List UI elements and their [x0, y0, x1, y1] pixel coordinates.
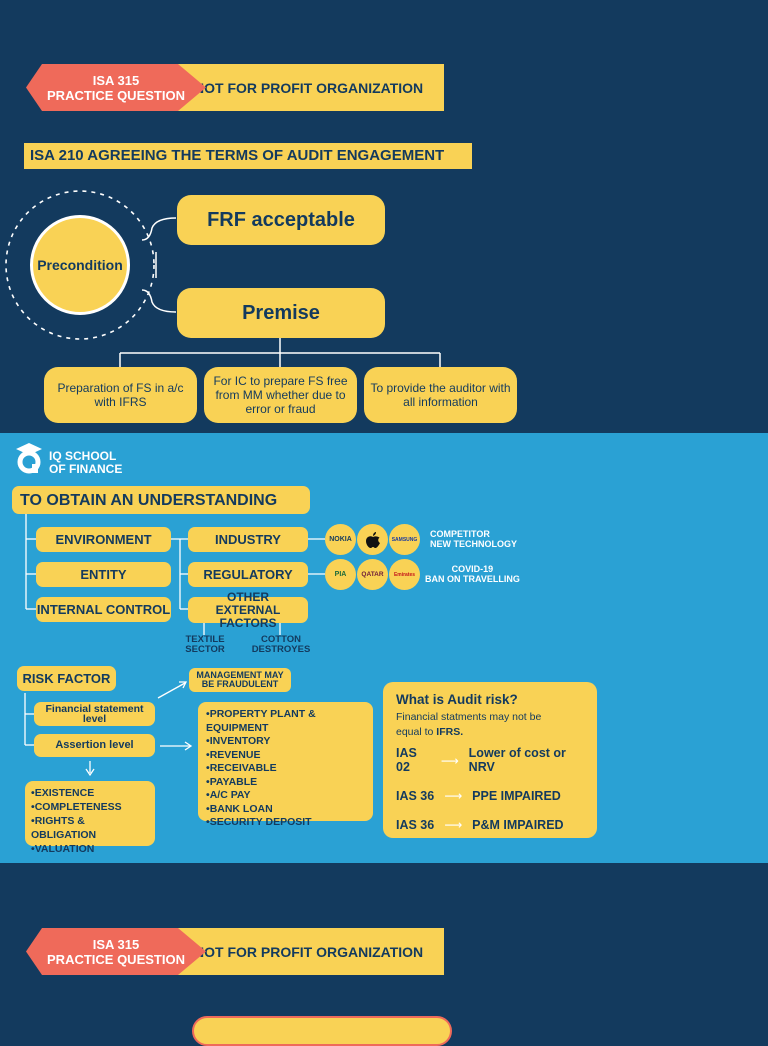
fs-level-text: Financial statement level [45, 703, 144, 725]
banner-top-left: ISA 315 PRACTICE QUESTION [26, 64, 206, 111]
understanding-title: TO OBTAIN AN UNDERSTANDING [12, 486, 310, 514]
assertion-item: COMPLETENESS [31, 800, 149, 814]
account-item: RECEIVABLE [206, 762, 365, 776]
banner-top-right: NOT FOR PROFIT ORGANIZATION [160, 64, 444, 111]
account-item: PAYABLE [206, 776, 365, 790]
account-item: BANK LOAN [206, 803, 365, 817]
industry-note: COMPETITOR NEW TECHNOLOGY [430, 529, 517, 549]
accounts-list: PROPERTY PLANT & EQUIPMENT INVENTORY REV… [198, 702, 373, 828]
cotton-label: COTTON DESTROYES [251, 634, 311, 655]
frf-label: FRF acceptable [207, 208, 355, 231]
tag-environment: ENVIRONMENT [36, 527, 171, 552]
audit-risk-row: IAS 36 ⟶ PPE IMPAIRED [396, 788, 584, 804]
fs-level-tag: Financial statement level [34, 702, 155, 726]
precondition-circle: Precondition [30, 215, 130, 315]
arrow-right-icon: ⟶ [444, 789, 463, 803]
audit-risk-subtitle-text: Financial statments may not be equal to [396, 711, 542, 738]
assertion-level-tag: Assertion level [34, 734, 155, 757]
tag-industry: INDUSTRY [188, 527, 308, 552]
banner-top-right-text: NOT FOR PROFIT ORGANIZATION [194, 79, 424, 96]
apple-logo [357, 524, 388, 555]
iq-logo-line2: OF FINANCE [49, 462, 123, 476]
nokia-logo: NOKIA [325, 524, 356, 555]
regulatory-note: COVID-19 BAN ON TRAVELLING [425, 564, 520, 584]
pia-logo-text: PIA [334, 571, 347, 578]
textile-label: TEXTILE SECTOR [185, 634, 225, 655]
premise-card-1: Preparation of FS in a/c with IFRS [44, 367, 197, 423]
banner-bottom-left: ISA 315 PRACTICE QUESTION [26, 928, 206, 975]
understanding-connectors [24, 514, 325, 777]
account-item: REVENUE [206, 749, 365, 763]
account-item: PROPERTY PLANT & EQUIPMENT [206, 708, 365, 735]
tag-entity: ENTITY [36, 562, 171, 587]
arrow-right-icon: ⟶ [440, 753, 459, 768]
tag-internal-control: INTERNAL CONTROL [36, 597, 171, 622]
premise-card-3: To provide the auditor with all informat… [364, 367, 517, 423]
audit-risk-subtitle: Financial statments may not be equal to … [396, 710, 546, 740]
audit-risk-title: What is Audit risk? [396, 692, 518, 707]
tag-industry-text: INDUSTRY [215, 532, 281, 547]
assertions-list: EXISTENCE COMPLETENESS RIGHTS & OBLIGATI… [25, 781, 155, 855]
banner-bottom-right-text: NOT FOR PROFIT ORGANIZATION [194, 943, 424, 960]
pia-logo: PIA [325, 559, 356, 590]
arrow-right-icon: ⟶ [444, 818, 463, 832]
audit-risk-result: P&M IMPAIRED [472, 817, 564, 832]
risk-factor-tag: RISK FACTOR [17, 666, 116, 691]
account-item: INVENTORY [206, 735, 365, 749]
premise-card-2-text: For IC to prepare FS free from MM whethe… [213, 374, 348, 416]
audit-risk-result: PPE IMPAIRED [472, 788, 561, 803]
iq-logo-text: IQ SCHOOL OF FINANCE [49, 450, 122, 476]
nokia-logo-text: NOKIA [329, 536, 352, 543]
qatar-logo-text: QATAR [361, 571, 384, 578]
frf-pill: FRF acceptable [177, 195, 385, 245]
account-item: A/C PAY [206, 789, 365, 803]
apple-icon [365, 531, 380, 548]
premise-card-1-text: Preparation of FS in a/c with IFRS [57, 381, 184, 409]
tag-entity-text: ENTITY [80, 567, 127, 582]
samsung-logo-text: SAMSUNG [391, 536, 418, 543]
audit-risk-result: Lower of cost or NRV [468, 746, 566, 774]
assertion-item: EXISTENCE [31, 786, 149, 800]
iq-logo-line1: IQ SCHOOL [49, 449, 117, 463]
audit-risk-std: IAS 36 [396, 817, 435, 832]
risk-factor-text: RISK FACTOR [22, 671, 111, 686]
samsung-logo: SAMSUNG [389, 524, 420, 555]
management-text: MANAGEMENT MAY BE FRAUDULENT [196, 669, 284, 689]
banner-top-left-text: ISA 315 PRACTICE QUESTION [47, 72, 185, 103]
audit-risk-box: What is Audit risk? Financial statments … [383, 682, 597, 838]
assertion-level-text: Assertion level [55, 739, 134, 751]
assertion-item: VALUATION [31, 842, 149, 856]
tag-environment-text: ENVIRONMENT [55, 532, 152, 547]
iq-logo-icon [16, 443, 42, 474]
precondition-label: Precondition [37, 257, 123, 273]
tag-other-external-text: OTHER EXTERNAL FACTORS [215, 589, 281, 630]
audit-risk-row: IAS 02 ⟶ Lower of cost or NRV [396, 746, 584, 774]
isa210-title: ISA 210 AGREEING THE TERMS OF AUDIT ENGA… [24, 143, 472, 169]
qatar-logo: QATAR [357, 559, 388, 590]
account-item: SECURITY DEPOSIT [206, 816, 365, 830]
audit-risk-std: IAS 36 [396, 788, 435, 803]
next-section-pill-peek [192, 1016, 452, 1046]
assertion-item: RIGHTS & OBLIGATION [31, 814, 149, 842]
emirates-logo: Emirates [389, 559, 420, 590]
audit-risk-std: IAS 02 [396, 746, 417, 774]
tag-internal-control-text: INTERNAL CONTROL [36, 602, 171, 617]
management-tag: MANAGEMENT MAY BE FRAUDULENT [189, 668, 291, 692]
tag-regulatory-text: REGULATORY [203, 567, 293, 582]
premise-card-3-text: To provide the auditor with all informat… [370, 381, 511, 409]
tag-regulatory: REGULATORY [188, 562, 308, 587]
banner-bottom-left-text: ISA 315 PRACTICE QUESTION [47, 936, 185, 967]
premise-card-2: For IC to prepare FS free from MM whethe… [204, 367, 357, 423]
premise-pill: Premise [177, 288, 385, 338]
audit-risk-row: IAS 36 ⟶ P&M IMPAIRED [396, 817, 584, 833]
understanding-title-text: TO OBTAIN AN UNDERSTANDING [20, 491, 278, 509]
banner-bottom-right: NOT FOR PROFIT ORGANIZATION [160, 928, 444, 975]
tag-other-external: OTHER EXTERNAL FACTORS [188, 590, 308, 629]
precondition-connectors [5, 190, 441, 367]
premise-label: Premise [242, 301, 320, 324]
emirates-logo-text: Emirates [393, 571, 416, 578]
audit-risk-subtitle-bold: IFRS. [436, 726, 464, 738]
